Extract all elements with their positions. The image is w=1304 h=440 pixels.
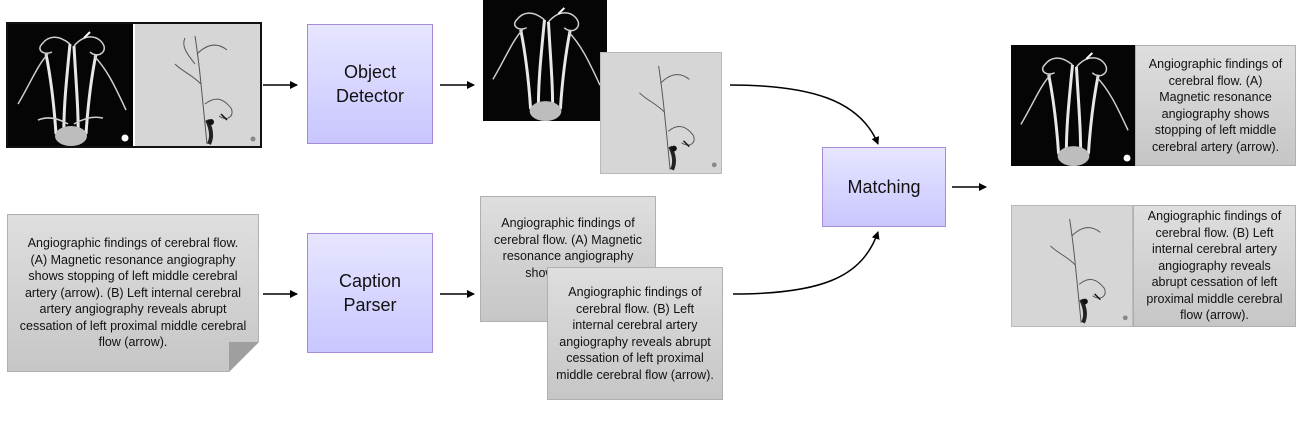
matching-box: Matching (822, 147, 946, 227)
input-caption-text: Angiographic findings of cerebral flow. … (19, 236, 247, 350)
parsed-caption-b-text: Angiographic findings of cerebral flow. … (556, 285, 714, 382)
detected-mra-image (483, 0, 607, 121)
input-dsa-panel (135, 24, 260, 146)
result-caption-b-text: Angiographic findings of cerebral flow. … (1146, 209, 1283, 323)
curved-arrow-images-to-matching-icon (729, 84, 880, 145)
object-detector-box: Object Detector (307, 24, 433, 144)
panel-label-a (121, 134, 129, 142)
input-caption-note: Angiographic findings of cerebral flow. … (7, 214, 259, 372)
panel-label-b (250, 136, 256, 142)
result-dsa-image (1011, 205, 1133, 327)
caption-parser-box: Caption Parser (307, 233, 433, 353)
dsa-vessel-image (174, 35, 256, 145)
detected-dsa-image (600, 52, 722, 174)
result-caption-b: Angiographic findings of cerebral flow. … (1133, 205, 1296, 327)
parsed-caption-b-note: Angiographic findings of cerebral flow. … (547, 267, 723, 400)
result-caption-a: Angiographic findings of cerebral flow. … (1135, 45, 1296, 166)
input-figure (6, 22, 262, 148)
curved-arrow-captions-to-matching-icon (732, 231, 880, 295)
mra-vessel-image (17, 31, 129, 146)
input-mra-panel (8, 24, 133, 146)
result-mra-image (1011, 45, 1135, 166)
note-fold-shade (229, 342, 259, 372)
result-caption-a-text: Angiographic findings of cerebral flow. … (1148, 57, 1283, 154)
